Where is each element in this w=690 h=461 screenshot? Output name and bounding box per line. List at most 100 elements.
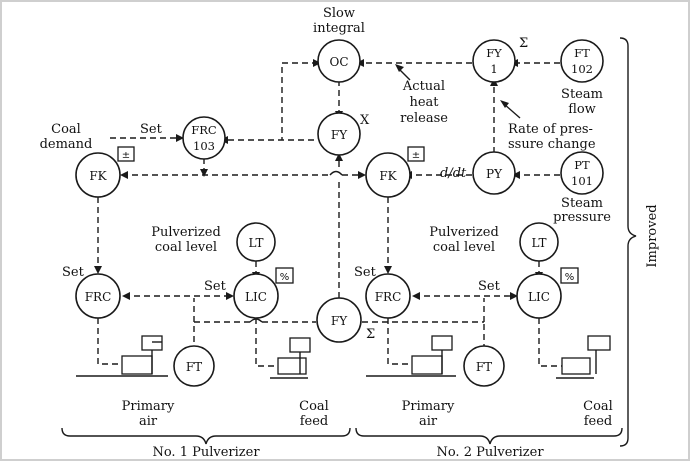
coal-demand-line2: demand xyxy=(40,137,93,152)
lic-right-bubble: LIC xyxy=(516,273,562,319)
pulverizer-2-brace xyxy=(355,427,623,445)
coal-demand-line1: Coal xyxy=(51,122,81,137)
percent-box-left: % xyxy=(275,267,294,284)
damper-actuator-right xyxy=(411,335,453,375)
set-frc-left: Set xyxy=(62,265,85,280)
frc-left-label: FRC xyxy=(85,290,112,304)
sigma-top: Σ xyxy=(519,36,528,51)
lic-left-to-feeder xyxy=(255,318,278,367)
improved-brace xyxy=(619,37,637,447)
damper-actuator-left xyxy=(121,335,163,375)
frc103-label: FRC xyxy=(191,123,217,137)
arrow-into-frc-right xyxy=(384,266,392,274)
actual-leader-arrow xyxy=(395,64,404,72)
actual-line1: Actual xyxy=(402,79,445,94)
fk-bus-crossover xyxy=(329,170,343,176)
pulv-left-line1: Pulverized xyxy=(151,225,221,240)
plus-minus-left: ± xyxy=(122,150,130,161)
set-frc-right: Set xyxy=(354,265,377,280)
actual-line3: release xyxy=(400,111,448,126)
feeder-actuator-right xyxy=(561,335,611,375)
arrow-into-fk-right-bus xyxy=(358,171,366,179)
primary-air-left-line2: air xyxy=(139,414,158,429)
fy-bottom-label: FY xyxy=(331,314,348,328)
rate-line1: Rate of pres- xyxy=(508,122,593,137)
plus-minus-box-right: ± xyxy=(407,146,425,162)
slow-integral-line2: integral xyxy=(313,21,365,36)
frc103-number: 103 xyxy=(193,139,215,153)
frc-right-bubble: FRC xyxy=(365,273,411,319)
py-bubble: PY xyxy=(472,151,516,195)
arrow-into-frc103 xyxy=(176,134,184,142)
coal-feed-left-line2: feed xyxy=(300,414,329,429)
lic-left-label: LIC xyxy=(245,290,267,304)
oc-bubble: OC xyxy=(317,39,361,83)
percent-right: % xyxy=(565,272,575,283)
improved-label: Improved xyxy=(645,204,660,267)
coal-feed-right-line2: feed xyxy=(584,414,613,429)
arrow-into-py xyxy=(512,171,520,179)
lic-right-label: LIC xyxy=(528,290,550,304)
arrow-into-oc-left xyxy=(313,59,321,67)
fy-mult-label: FY xyxy=(331,128,348,142)
frc-left-to-actuator xyxy=(97,318,122,365)
actual-line2: heat xyxy=(409,95,439,110)
fk-left-label: FK xyxy=(89,169,107,183)
coal-feed-right-line1: Coal xyxy=(583,399,613,414)
sigma-bottom: Σ xyxy=(366,327,375,342)
pulv-right-line1: Pulverized xyxy=(429,225,499,240)
frc-left-bubble: FRC xyxy=(75,273,121,319)
lt-right-label: LT xyxy=(532,236,547,250)
rate-leader-arrow xyxy=(500,100,509,108)
arrow-into-frc-left xyxy=(94,266,102,274)
fk-left-bubble: FK xyxy=(75,152,121,198)
set-top: Set xyxy=(140,122,163,137)
pulv-right-line2: coal level xyxy=(433,240,495,255)
x-mark: X xyxy=(360,113,370,128)
fk-right-bubble: FK xyxy=(365,152,411,198)
fy-mult-bubble: FY xyxy=(317,112,361,156)
frc103-bubble: FRC 103 xyxy=(182,116,226,160)
pulverizer-1-label: No. 1 Pulverizer xyxy=(152,445,260,460)
oc-label: OC xyxy=(329,55,348,69)
pulverizer-1-brace xyxy=(61,427,351,445)
arrow-into-lic-left-side xyxy=(226,292,234,300)
ft102-bubble: FT 102 xyxy=(560,39,604,83)
frc-right-label: FRC xyxy=(375,290,402,304)
percent-box-right: % xyxy=(560,267,579,284)
primary-air-right-line1: Primary xyxy=(402,399,455,414)
lic-left-bubble: LIC xyxy=(233,273,279,319)
arrow-into-fk-left xyxy=(120,171,128,179)
set-lic-right: Set xyxy=(478,279,501,294)
ddt-label: d/dt xyxy=(440,166,467,181)
primary-air-left-line1: Primary xyxy=(122,399,175,414)
pulverizer-2-label: No. 2 Pulverizer xyxy=(436,445,544,460)
steam-flow-line1: Steam xyxy=(561,87,603,102)
pulv-left-line2: coal level xyxy=(155,240,217,255)
arrow-into-lic-right-side xyxy=(510,292,518,300)
percent-left: % xyxy=(280,272,290,283)
ft102-label: FT xyxy=(574,46,590,60)
arrow-into-frc-right-side xyxy=(412,292,420,300)
slow-integral-line1: Slow xyxy=(323,6,355,21)
ft-left-label: FT xyxy=(186,360,202,374)
plus-minus-box-left: ± xyxy=(117,146,135,162)
pt101-bubble: PT 101 xyxy=(560,151,604,195)
py-label: PY xyxy=(486,167,503,181)
fy-sum-label: FY xyxy=(486,46,502,60)
fy-sum-number: 1 xyxy=(490,62,497,76)
ft-left-bubble: FT xyxy=(173,345,215,387)
oc-left-link xyxy=(281,62,318,140)
primary-air-right-line2: air xyxy=(419,414,438,429)
ft-right-label: FT xyxy=(476,360,492,374)
plus-minus-right: ± xyxy=(412,150,420,161)
lt-left-label: LT xyxy=(249,236,264,250)
pt101-number: 101 xyxy=(571,174,593,188)
rate-leader xyxy=(503,103,521,119)
steam-flow-line2: flow xyxy=(568,102,596,117)
feeder-actuator-left xyxy=(277,337,311,375)
lt-left-bubble: LT xyxy=(236,222,276,262)
